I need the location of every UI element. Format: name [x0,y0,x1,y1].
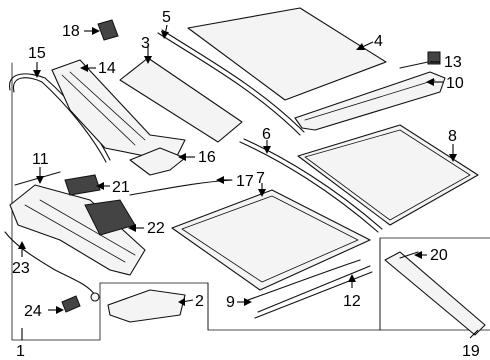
callout-22: 22 [147,220,165,237]
callout-19: 19 [462,343,480,360]
callout-8: 8 [448,128,457,145]
callout-18: 18 [62,23,80,40]
callout-13: 13 [444,54,462,71]
callout-5: 5 [162,9,171,26]
part-7-frame [171,189,371,291]
callout-20: 20 [430,247,448,264]
part-17-cable [129,179,233,196]
part-13-fastener [399,51,441,69]
callout-24: 24 [24,303,42,320]
callout-23: 23 [12,260,30,277]
callout-7: 7 [256,170,265,187]
callout-15: 15 [28,45,46,62]
callout-3: 3 [141,35,150,52]
part-10-guide-rail [294,71,446,131]
callout-6: 6 [262,126,271,143]
callout-12: 12 [343,293,361,310]
callout-11: 11 [32,151,49,168]
callout-16: 16 [198,149,216,166]
callout-labels: 1 2 3 4 5 6 7 8 9 10 11 12 13 14 15 16 1… [12,9,480,360]
part-3-sunshade [119,57,243,143]
callout-9: 9 [226,294,235,311]
part-21-motor [64,174,101,196]
callout-arrows [18,24,479,340]
part-5-seal-strip [157,29,305,136]
part-16-bracket [129,147,186,176]
part-6-seal [239,138,383,233]
part-19-rail [384,251,486,336]
callout-4: 4 [374,33,383,50]
callout-10: 10 [446,75,464,92]
part-9-strip [247,259,361,301]
part-11-main-frame [9,171,146,276]
callout-14: 14 [98,60,116,77]
part-20-clip [399,251,419,259]
part-23-wiring [4,231,100,302]
callout-1: 1 [16,343,25,360]
part-8-glass-panel [297,124,479,226]
part-4-glass-panel [187,7,387,101]
callout-17: 17 [236,173,254,190]
part-18-switch [97,19,119,41]
callout-21: 21 [112,179,130,196]
part-24-connector [61,295,81,313]
part-2-bracket [107,289,186,323]
callout-2: 2 [195,293,204,310]
group-frame-lines [11,62,490,341]
